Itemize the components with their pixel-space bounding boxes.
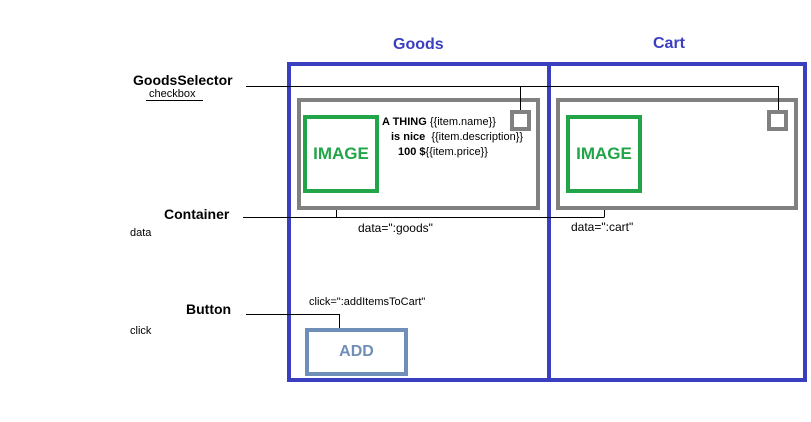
goods-selector-connector-cart bbox=[520, 86, 779, 110]
goods-column-title: Goods bbox=[393, 36, 444, 53]
container-sublabel: data bbox=[130, 227, 152, 239]
item-description-static: is nice bbox=[391, 131, 426, 143]
goods-selector-sublabel: checkbox bbox=[149, 88, 196, 100]
goods-selector-connector-goods bbox=[246, 86, 521, 110]
button-connector bbox=[246, 314, 340, 328]
item-price-static: 100 $ bbox=[398, 146, 426, 158]
cart-data-annotation: data=":cart" bbox=[571, 220, 634, 234]
item-name-static: A THING bbox=[382, 116, 427, 128]
cart-image-text: IMAGE bbox=[576, 144, 632, 163]
goods-item-card bbox=[297, 98, 540, 210]
goods-image-text: IMAGE bbox=[313, 144, 369, 163]
item-description-line: is nice {{item.description}} bbox=[391, 131, 523, 144]
goods-data-annotation: data=":goods" bbox=[358, 221, 433, 235]
cart-panel bbox=[547, 62, 807, 382]
add-button[interactable]: ADD bbox=[305, 328, 408, 376]
goods-selector-checkbox[interactable] bbox=[510, 110, 531, 131]
cart-item-card bbox=[556, 98, 798, 210]
item-price-binding: {{item.price}} bbox=[425, 146, 488, 158]
click-annotation: click=":addItemsToCart" bbox=[309, 296, 426, 308]
goods-item-image: IMAGE bbox=[303, 115, 379, 193]
item-description-binding: {{item.description}} bbox=[431, 131, 524, 143]
item-name-line: A THING {{item.name}} bbox=[382, 116, 496, 129]
button-label: Button bbox=[186, 301, 232, 317]
goods-selector-label: GoodsSelector bbox=[133, 72, 233, 88]
button-sublabel: click bbox=[130, 325, 152, 337]
cart-column-title: Cart bbox=[653, 35, 686, 52]
item-price-line: 100 ${{item.price}} bbox=[398, 146, 488, 159]
cart-selector-checkbox[interactable] bbox=[767, 110, 788, 131]
container-label: Container bbox=[164, 206, 230, 222]
add-button-label: ADD bbox=[339, 343, 374, 360]
cart-item-image: IMAGE bbox=[566, 115, 642, 193]
item-name-binding: {{item.name}} bbox=[429, 116, 496, 128]
